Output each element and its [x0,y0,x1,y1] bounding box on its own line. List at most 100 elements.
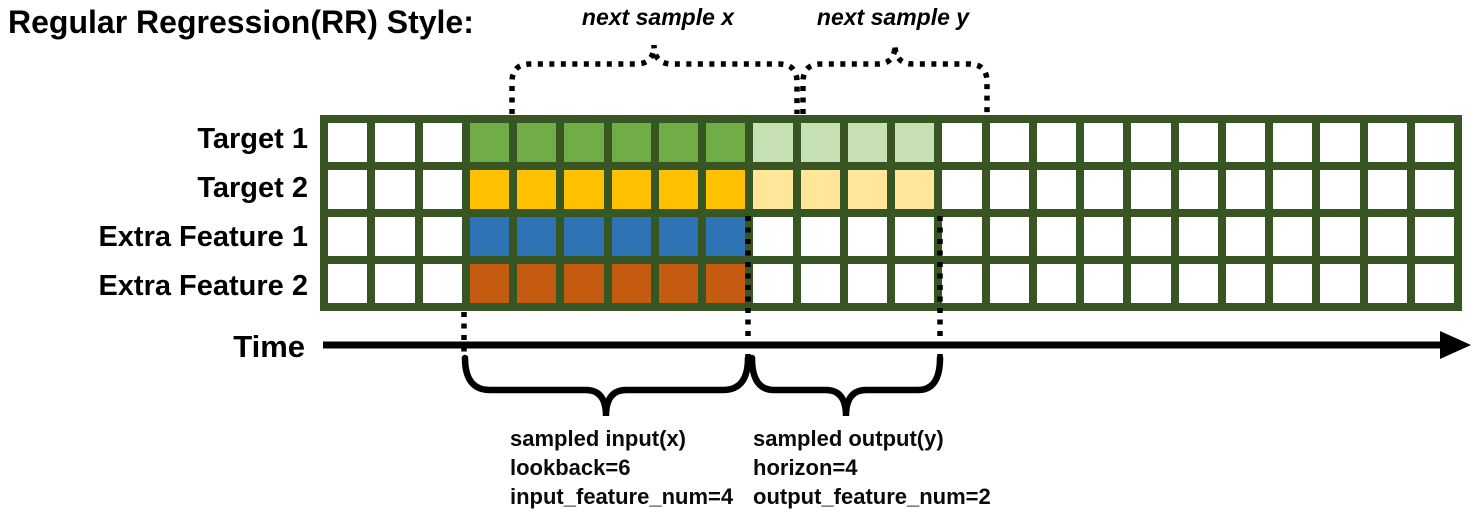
sampled-input-title: sampled input(x) [510,426,687,451]
grid-cell [1414,123,1454,162]
grid-cell [1225,264,1265,303]
grid-cell [1178,170,1218,209]
grid-cell [847,264,887,303]
grid-cell [564,264,604,303]
grid-cell [1273,170,1313,209]
grid-cell [658,170,698,209]
grid-cell [1131,123,1171,162]
grid-cell [1414,217,1454,256]
grid-cell [517,170,557,209]
grid-cell [1367,217,1407,256]
grid-cell [1320,264,1360,303]
grid-cell [1084,170,1124,209]
grid-cell [1036,123,1076,162]
grid-cell [1367,123,1407,162]
grid-cell [375,217,415,256]
grid-cell [1131,170,1171,209]
grid-cell [706,264,746,303]
grid-cell [753,217,793,256]
grid-cell [469,123,509,162]
grid-cell [469,264,509,303]
grid-cell [753,123,793,162]
horizon-value: horizon=4 [753,455,858,480]
grid-cell [989,264,1029,303]
grid-cell [1178,264,1218,303]
diagram-title: Regular Regression(RR) Style: [8,4,474,40]
row-label-target-2: Target 2 [197,172,308,204]
grid-cell [469,217,509,256]
timeline-grid [320,115,1462,311]
grid-cell [1225,123,1265,162]
grid-cell [1320,123,1360,162]
grid-cell [517,264,557,303]
grid-cell [800,170,840,209]
grid-cell [1225,217,1265,256]
next-sample-y-label: next sample y [816,4,970,30]
row-label-extra-feature-1: Extra Feature 1 [98,221,308,253]
input-feature-num-value: input_feature_num=4 [510,484,734,509]
grid-cell [375,170,415,209]
grid-cell [611,123,651,162]
sampled-input-brace [461,354,752,417]
grid-cell [847,170,887,209]
grid-cell [706,217,746,256]
grid-cell [517,123,557,162]
grid-cell [895,123,935,162]
grid-cell [989,123,1029,162]
grid-cell [847,217,887,256]
grid-cell [1414,264,1454,303]
grid-cell [1178,123,1218,162]
grid-cell [375,264,415,303]
grid-cell [1131,264,1171,303]
grid-cell [1131,217,1171,256]
grid-cell [895,217,935,256]
grid-cell [517,217,557,256]
grid-cell [706,170,746,209]
grid-cell [706,123,746,162]
grid-cell [942,264,982,303]
grid-cell [753,264,793,303]
grid-cell [1084,217,1124,256]
grid-cell [469,170,509,209]
grid-cell [1036,217,1076,256]
grid-cell [1225,170,1265,209]
grid-cell [800,264,840,303]
sampled-output-title: sampled output(y) [753,426,944,451]
grid-cell [328,123,368,162]
next-sample-y-brace [800,44,990,114]
grid-cell [1273,217,1313,256]
grid-cell [658,217,698,256]
grid-cell [422,217,462,256]
grid-cell [942,123,982,162]
grid-cell [611,217,651,256]
grid-cell [328,217,368,256]
grid-cell [1084,123,1124,162]
grid-cell [422,264,462,303]
grid-cell [1414,170,1454,209]
grid-cell [1084,264,1124,303]
grid-cell [611,170,651,209]
grid-cell [1036,264,1076,303]
output-feature-num-value: output_feature_num=2 [753,484,991,509]
row-label-extra-feature-2: Extra Feature 2 [98,270,308,302]
grid-cell [658,123,698,162]
grid-cell [800,123,840,162]
sampled-input-note: sampled input(x) lookback=6 input_featur… [510,424,733,511]
grid-cell [564,217,604,256]
grid-cell [989,170,1029,209]
grid-cell [847,123,887,162]
next-sample-x-label: next sample x [581,4,735,30]
grid-cell [564,170,604,209]
grid-cell [1273,123,1313,162]
grid-cell [1320,217,1360,256]
time-axis-label: Time [233,329,305,364]
grid-cell [422,123,462,162]
grid-cell [895,170,935,209]
grid-cell [1273,264,1313,303]
grid-cell [328,264,368,303]
grid-cell [658,264,698,303]
row-label-target-1: Target 1 [197,123,308,155]
grid-cell [375,123,415,162]
